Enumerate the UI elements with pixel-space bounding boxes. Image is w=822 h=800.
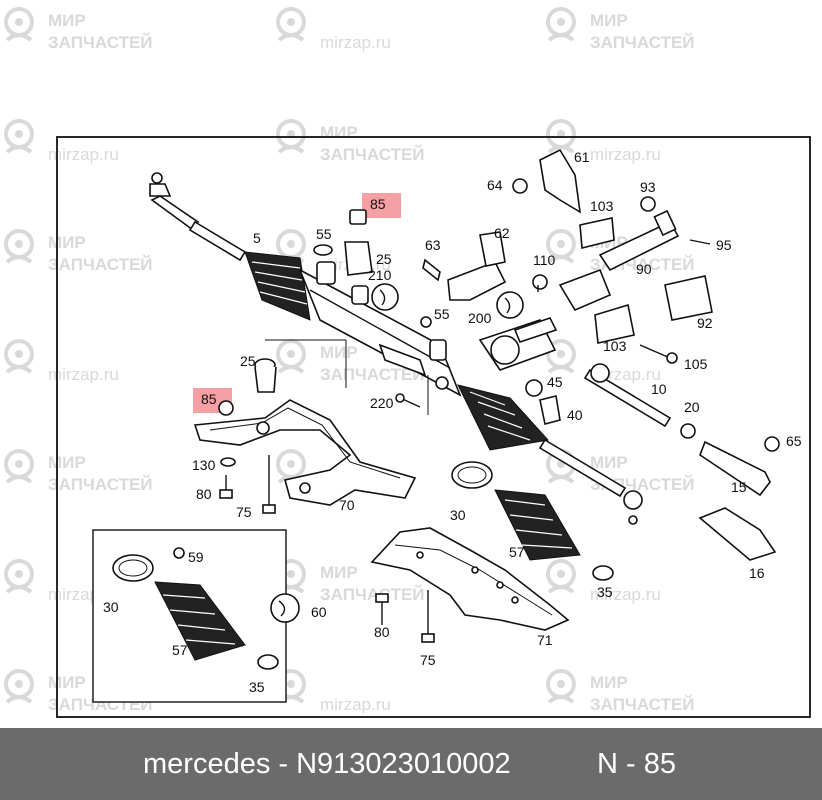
callout-label: 16 <box>749 565 765 581</box>
callout-label: 60 <box>311 604 327 620</box>
subframe-71 <box>219 455 570 643</box>
callout-labels: 5 55 25 210 63 62 110 93 103 61 64 95 90… <box>103 149 802 695</box>
callout-label: 92 <box>697 315 713 331</box>
callout-label: 57 <box>509 544 525 560</box>
callout-label: 59 <box>188 549 204 565</box>
callout-label: 10 <box>651 381 667 397</box>
callout-label-85-upper: 85 <box>370 196 386 212</box>
watermark-line1: МИР <box>590 673 628 692</box>
watermark-line2: ЗАПЧАСТЕЙ <box>320 145 425 164</box>
callout-label-85-lower: 85 <box>201 391 217 407</box>
callout-label: 80 <box>374 624 390 640</box>
callout-label: 5 <box>253 230 261 246</box>
part-number-text: mercedes - N913023010002 <box>143 748 511 780</box>
callout-label: 30 <box>450 507 466 523</box>
callout-label: 70 <box>339 497 355 513</box>
callout-label: 75 <box>236 504 252 520</box>
callout-label: 64 <box>487 177 503 193</box>
callout-label: 200 <box>468 310 492 326</box>
callout-label: 95 <box>716 237 732 253</box>
watermark-line1: МИР <box>48 11 86 30</box>
callout-label: 71 <box>537 632 553 648</box>
callout-label: 65 <box>786 433 802 449</box>
watermark-line2: ЗАПЧАСТЕЙ <box>590 33 695 52</box>
callout-label: 90 <box>636 261 652 277</box>
callout-label: 55 <box>434 306 450 322</box>
callout-label: 25 <box>376 251 392 267</box>
diagram-frame <box>56 136 811 718</box>
position-number-text: N - 85 <box>597 748 676 780</box>
watermark-url: mirzap.ru <box>590 585 661 604</box>
watermark-url: mirzap.ru <box>590 145 661 164</box>
callout-label: 25 <box>240 353 256 369</box>
watermark-line1: МИР <box>590 453 628 472</box>
callout-label: 55 <box>316 226 332 242</box>
callout-label: 35 <box>249 679 265 695</box>
callout-label: 20 <box>684 399 700 415</box>
repair-kit-inset <box>92 529 287 703</box>
callout-label: 35 <box>597 584 613 600</box>
watermark-line1: МИР <box>590 11 628 30</box>
watermark-line1: МИР <box>48 673 86 692</box>
watermark-line2: ЗАПЧАСТЕЙ <box>48 255 153 274</box>
watermark-line1: МИР <box>320 563 358 582</box>
highlight-85-upper <box>362 193 401 218</box>
callout-label: 45 <box>547 374 563 390</box>
watermark-line1: МИР <box>320 123 358 142</box>
footer-bar: mercedes - N913023010002 N - 85 <box>0 728 822 800</box>
watermark-url: mirzap.ru <box>320 695 391 714</box>
boots-and-clamps <box>451 461 614 581</box>
watermark-line2: ЗАПЧАСТЕЙ <box>320 585 425 604</box>
watermark-line2: ЗАПЧАСТЕЙ <box>48 475 153 494</box>
callout-label: 15 <box>731 479 747 495</box>
callout-label: 30 <box>103 599 119 615</box>
watermark-line1: МИР <box>48 453 86 472</box>
callout-label: 63 <box>425 237 441 253</box>
mounting-bracket-70 <box>193 358 417 506</box>
callout-label: 210 <box>368 267 392 283</box>
callout-label: 220 <box>370 395 394 411</box>
watermark-line1: МИР <box>48 233 86 252</box>
callout-label: 93 <box>640 179 656 195</box>
callout-label: 103 <box>590 198 614 214</box>
watermark-url: mirzap.ru <box>48 365 119 384</box>
watermark-url: mirzap.ru <box>48 145 119 164</box>
watermark-line2: ЗАПЧАСТЕЙ <box>590 695 695 714</box>
watermark-url: mirzap.ru <box>320 33 391 52</box>
callout-label: 61 <box>574 149 590 165</box>
steering-rack-assembly <box>149 172 643 525</box>
wrench-symbol-icon <box>278 600 286 617</box>
steering-column-parts <box>512 148 780 561</box>
callout-label: 80 <box>196 486 212 502</box>
callout-label: 110 <box>533 252 556 268</box>
callout-label: 57 <box>172 642 188 658</box>
watermark-line1: МИР <box>320 343 358 362</box>
callout-label: 62 <box>494 225 510 241</box>
callout-label: 105 <box>684 356 708 372</box>
callout-label: 103 <box>603 338 627 354</box>
callout-label: 130 <box>192 457 216 473</box>
watermark-line2: ЗАПЧАСТЕЙ <box>48 33 153 52</box>
callout-label: 40 <box>567 407 583 423</box>
callout-label: 75 <box>420 652 436 668</box>
